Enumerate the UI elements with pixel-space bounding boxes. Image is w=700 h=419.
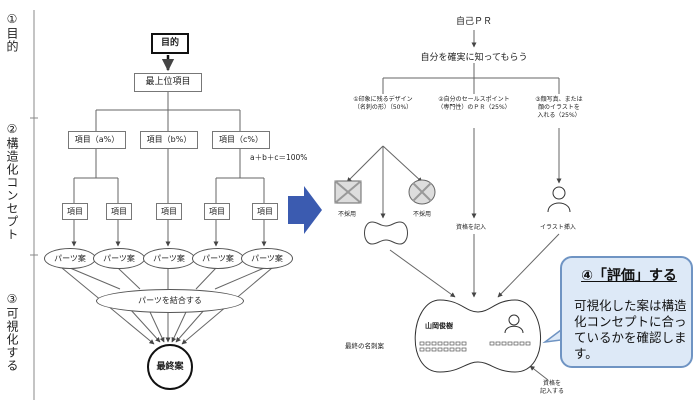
section-label-goal: ①目的: [5, 12, 19, 53]
branch-design: ①印象に残るデザイン （名刺の形）（50%）: [353, 96, 413, 111]
item-a-box: 項目（a%）: [68, 131, 126, 149]
rejected-box-icon: [334, 180, 362, 204]
rejected-label: 不採用: [338, 211, 357, 218]
item-b-box: 項目（b%）: [140, 131, 198, 149]
final-card-shape: [414, 299, 541, 373]
sub-item-box: 項目: [62, 203, 88, 220]
branch-photo: ③顔写真、または 顔のイラストを 入れる（25%）: [535, 96, 583, 119]
goal-box: 目的: [151, 33, 189, 54]
part-draft-oval: パーツ案: [143, 248, 195, 269]
top-item-box: 最上位項目: [134, 73, 202, 92]
part-draft-oval: パーツ案: [44, 248, 96, 269]
self-pr-subtitle: 自分を確実に知ってもらう: [420, 53, 528, 63]
illustration-label: イラスト挿入: [540, 224, 576, 231]
combine-parts-oval: パーツを結合する: [96, 289, 244, 313]
part-draft-oval: パーツ案: [192, 248, 244, 269]
final-draft-circle: 最終案: [147, 344, 193, 390]
sub-item-box: 項目: [252, 203, 278, 220]
sub-item-box: 項目: [204, 203, 230, 220]
transition-arrow: [288, 186, 322, 234]
evaluation-callout: ④「評価」する 可視化した案は構造化コンセプトに合っているかを確認します。: [560, 256, 693, 368]
qualification-label: 資格を記入: [456, 224, 487, 231]
callout-body: 可視化した案は構造化コンセプトに合っているかを確認します。: [574, 298, 687, 361]
person-icon: [547, 186, 571, 213]
part-draft-oval: パーツ案: [241, 248, 293, 269]
callout-title: ④「評価」する: [581, 268, 677, 284]
final-card-label: 最終の名刺案: [345, 342, 384, 350]
section-label-concept: ②構造化コンセプト: [5, 122, 19, 241]
card-shape-icon: [364, 221, 408, 245]
rejected-circle-icon: [408, 179, 436, 205]
rejected-label: 不採用: [413, 211, 432, 218]
branch-selling-point: ②自分のセールスポイント （専門性）のＰＲ（25%）: [437, 96, 511, 111]
card-person-icon: [504, 314, 524, 334]
percent-sum-note: a＋b＋c＝100%: [250, 153, 308, 162]
card-text-lines: [419, 341, 531, 352]
sub-item-box: 項目: [106, 203, 132, 220]
self-pr-title: 自己ＰＲ: [455, 17, 492, 27]
card-name: 山岡俊樹: [425, 322, 453, 330]
section-label-visualize: ③可視化する: [5, 292, 19, 372]
item-c-box: 項目（c%）: [212, 131, 270, 149]
part-draft-oval: パーツ案: [93, 248, 145, 269]
sub-item-box: 項目: [156, 203, 182, 220]
card-note: 資格を 記入する: [539, 380, 564, 395]
